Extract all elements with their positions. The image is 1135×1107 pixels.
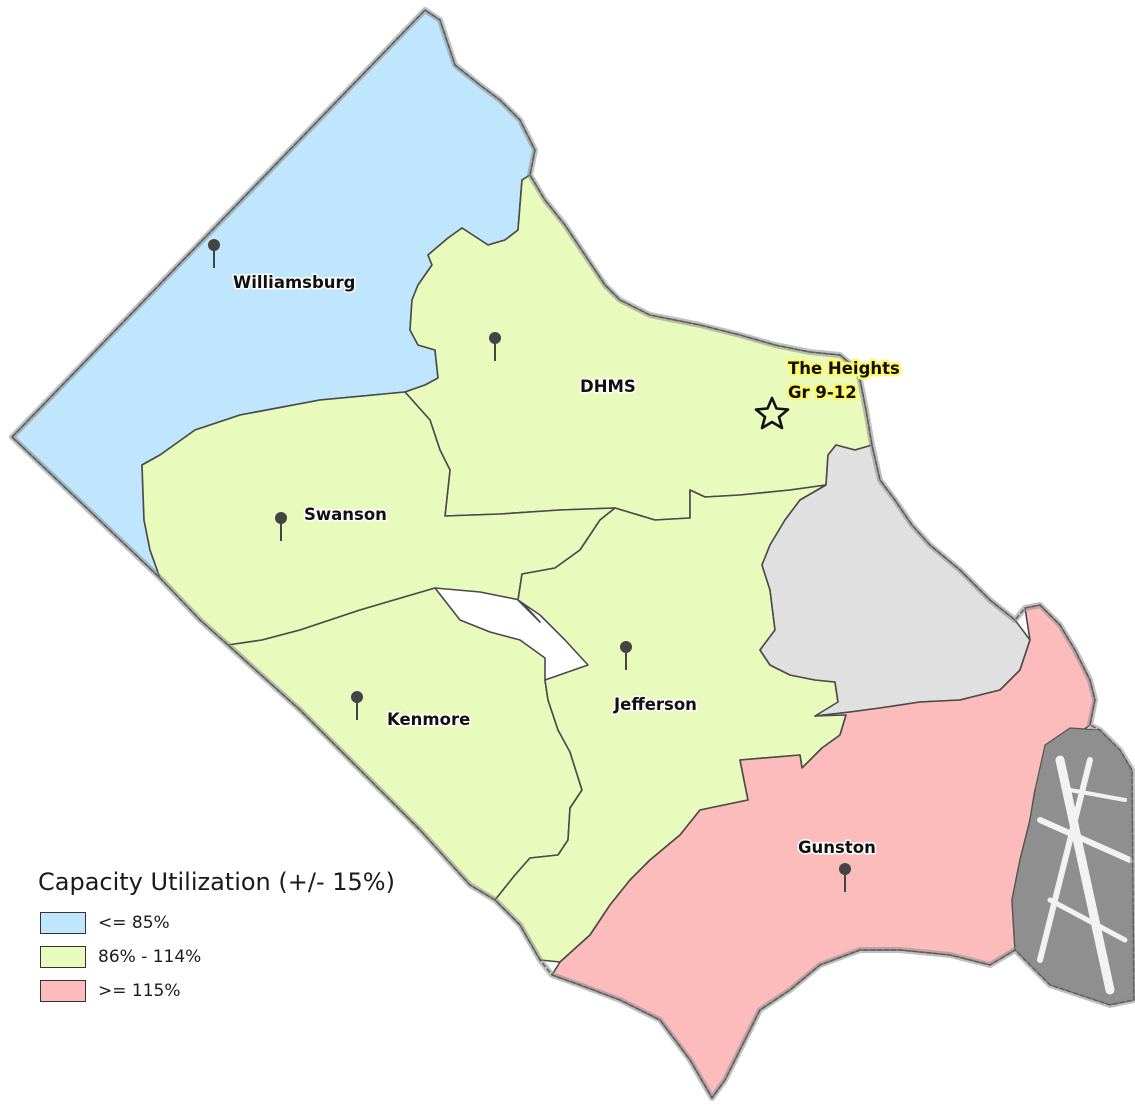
label-williamsburg: Williamsburg <box>233 273 355 292</box>
label-dhms: DHMS <box>580 377 636 396</box>
legend-swatch-mid <box>40 946 86 968</box>
school-pin-jefferson[interactable] <box>620 641 632 670</box>
legend: Capacity Utilization (+/- 15%) <= 85% 86… <box>38 868 458 1008</box>
legend-label-low: <= 85% <box>98 913 170 933</box>
legend-swatch-low <box>40 912 86 934</box>
label-jefferson: Jefferson <box>613 695 697 714</box>
label-swanson: Swanson <box>304 505 387 524</box>
zone-kenmore[interactable] <box>227 587 583 901</box>
school-pin-gunston[interactable] <box>839 863 851 892</box>
airport-runways <box>1037 755 1133 995</box>
label-the-heights: The Heights <box>788 359 900 378</box>
label-the-heights-grades: Gr 9-12 <box>788 383 857 402</box>
school-pin-williamsburg[interactable] <box>208 239 220 268</box>
school-pin-dhms[interactable] <box>489 332 501 361</box>
star-icon[interactable] <box>754 396 790 430</box>
legend-swatch-high <box>40 980 86 1002</box>
legend-title: Capacity Utilization (+/- 15%) <box>38 868 395 896</box>
legend-label-mid: 86% - 114% <box>98 947 202 967</box>
county-boundary-line <box>11 9 1135 1099</box>
label-kenmore: Kenmore <box>387 710 470 729</box>
school-pin-kenmore[interactable] <box>351 691 363 720</box>
label-gunston: Gunston <box>798 838 876 857</box>
legend-label-high: >= 115% <box>98 981 181 1001</box>
school-pin-swanson[interactable] <box>275 512 287 541</box>
